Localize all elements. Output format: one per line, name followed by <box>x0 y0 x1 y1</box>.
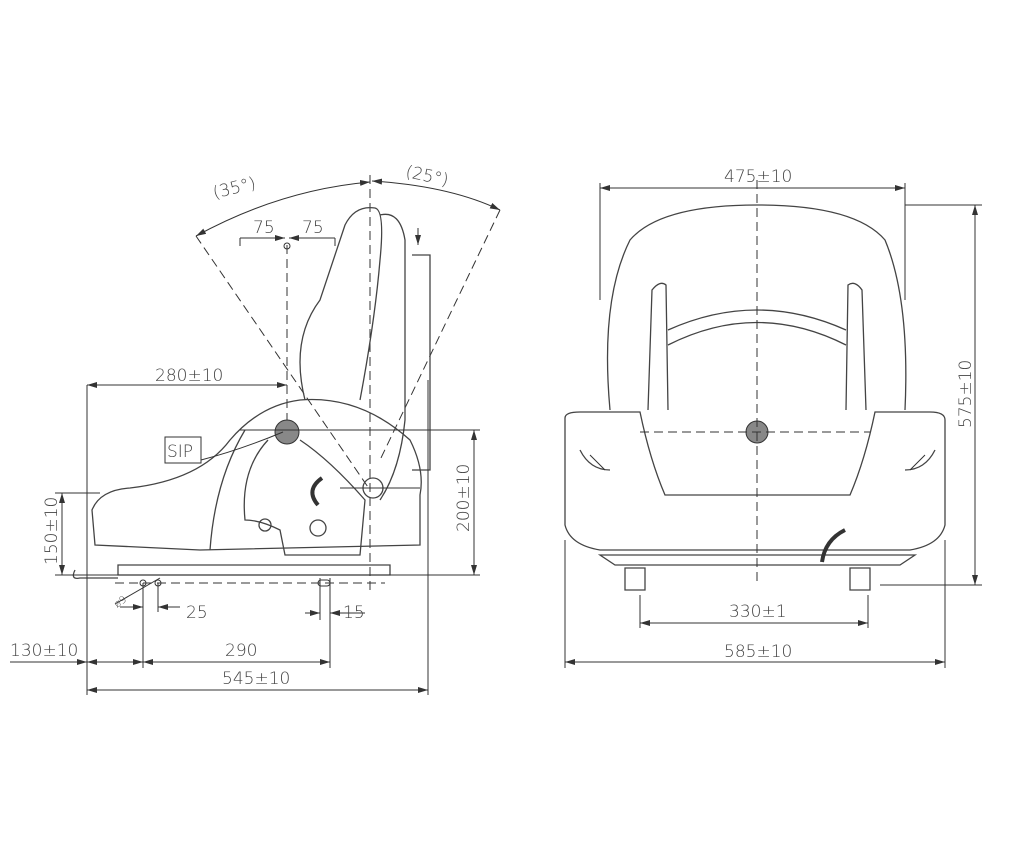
side-view: (35°) (25°) 75 75 280±10 SIP 150±10 200±… <box>10 162 501 695</box>
front-base <box>597 554 918 566</box>
seat-frame <box>209 429 366 556</box>
seatbelt-buckle-icon <box>589 454 926 471</box>
seat-cushion <box>91 398 422 551</box>
overall-width-label: 585±10 <box>724 642 792 662</box>
width-extension-lines <box>564 540 946 668</box>
headrest-post <box>412 254 431 471</box>
slide-rail <box>117 564 391 576</box>
recline-forward-arc <box>195 179 371 237</box>
offset-left-label: 75 <box>253 218 275 238</box>
backrest-outline <box>606 204 907 411</box>
mount-spacing-label: 290 <box>225 641 257 661</box>
hole-spacing-label: 25 <box>186 603 208 623</box>
sip-leader <box>200 431 284 461</box>
offset-reference-point <box>283 242 291 250</box>
offset-right-label: 75 <box>302 218 324 238</box>
depth-extension-lines <box>86 380 429 695</box>
front-offset-label: 130±10 <box>10 641 78 661</box>
recline-forward-line <box>195 235 371 491</box>
sip-horizontal-label: 280±10 <box>155 366 223 386</box>
backrest-width-label: 475±10 <box>724 167 792 187</box>
offset-extension-lines <box>239 238 336 246</box>
seat-cushion-front <box>564 411 946 551</box>
frame-bolt <box>258 518 272 532</box>
sip-point-icon <box>274 419 300 445</box>
sip-label: SIP <box>167 442 193 462</box>
base-extension-lines <box>55 492 480 576</box>
backrest-front <box>299 206 383 401</box>
seat-height-front-label: 150±10 <box>42 497 62 565</box>
mount-brackets <box>624 567 871 591</box>
recline-back-label: (25°) <box>404 162 451 191</box>
recline-back-line <box>379 209 501 461</box>
backrest-rear <box>379 213 406 501</box>
sip-height-label: 200±10 <box>454 464 474 532</box>
height-extension-lines <box>240 429 480 489</box>
recline-back-arc <box>371 178 501 211</box>
mount-width-label: 330±1 <box>729 602 787 622</box>
adjust-lever <box>72 569 118 579</box>
sip-label-box <box>164 436 202 464</box>
overall-height-label: 575±10 <box>956 360 976 428</box>
cushion-side-contours <box>579 449 936 471</box>
hole-diameter-leader <box>114 577 161 605</box>
mounting-extension-lines <box>142 578 331 668</box>
adjust-arrow-icon <box>310 476 324 507</box>
front-view: 475±10 575±10 330±1 585±10 <box>564 167 982 668</box>
slot-width-label: 15 <box>343 603 365 623</box>
front-extension-lines <box>599 183 982 586</box>
recline-forward-label: (35°) <box>211 174 258 204</box>
overall-depth-label: 545±10 <box>222 669 290 689</box>
adjust-arrow-icon <box>820 528 846 563</box>
backrest-bolsters <box>647 282 867 411</box>
frame-bolt <box>309 519 327 537</box>
hole-diameter-label: ø9 <box>112 594 129 610</box>
